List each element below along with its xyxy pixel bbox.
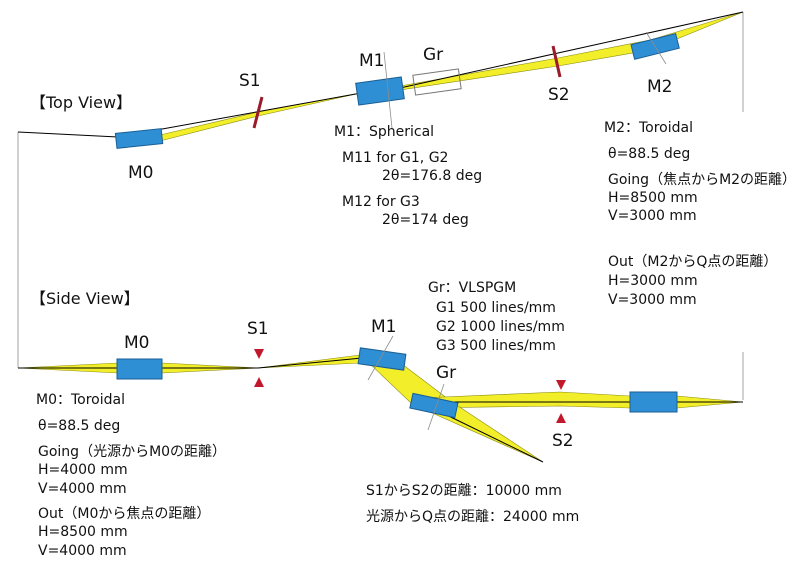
top-view: 【Top View】 M0 S1 M1 Gr S2 M2 <box>17 11 744 183</box>
m0-spec: M0：Toroidal θ=88.5 deg Going（光源からM0の距離） … <box>36 392 226 559</box>
side-m0-mirror <box>116 358 163 380</box>
m2-out-h: H=3000 mm <box>608 273 698 289</box>
gr-g2: G2 1000 lines/mm <box>436 319 565 335</box>
side-m1-normal <box>367 335 394 381</box>
top-m1-mirror <box>355 76 405 106</box>
grating-spec: Gr：VLSPGM G1 500 lines/mm G2 1000 lines/… <box>428 280 565 354</box>
m2-going-v: V=3000 mm <box>608 208 697 224</box>
m2-theta: θ=88.5 deg <box>608 146 690 162</box>
side-s1-lower-marker <box>254 377 264 387</box>
m0-out-v: V=4000 mm <box>38 543 127 559</box>
distance-notes: S1からS2の距離：10000 mm 光源からQ点の距離：24000 mm <box>366 482 579 525</box>
m2-spec: M2：Toroidal θ=88.5 deg Going（焦点からM2の距離） … <box>604 120 796 308</box>
m2-going-h: H=8500 mm <box>608 190 698 206</box>
m2-going: Going（焦点からM2の距離） <box>608 171 796 188</box>
top-m2-label: M2 <box>647 77 672 97</box>
top-gr-label: Gr <box>423 45 443 65</box>
side-beam-gr-q <box>419 391 744 409</box>
side-m2-mirror <box>629 391 678 413</box>
top-s1-label: S1 <box>239 71 261 91</box>
top-m0-mirror <box>114 128 164 149</box>
s1-s2-distance: S1からS2の距離：10000 mm <box>366 482 562 499</box>
side-s1-label: S1 <box>247 319 269 339</box>
side-m0-label: M0 <box>124 333 149 353</box>
side-grating-normal <box>427 383 445 431</box>
m0-going-v: V=4000 mm <box>38 481 127 497</box>
side-s1-upper-marker <box>254 349 264 359</box>
m0-spec-title: M0：Toroidal <box>36 392 125 408</box>
side-view-title: 【Side View】 <box>30 289 140 308</box>
m0-theta: θ=88.5 deg <box>38 418 120 434</box>
m12-line1: M12 for G3 <box>342 194 420 210</box>
top-source-axis <box>17 131 119 138</box>
side-axis-s1-m1 <box>257 357 363 369</box>
top-m1-normal <box>383 51 393 129</box>
m1-spec-title: M1：Spherical <box>334 124 434 140</box>
side-m1-label: M1 <box>371 317 396 337</box>
side-view: 【Side View】 M0 S1 M1 Gr S2 <box>17 289 744 463</box>
m0-going-h: H=4000 mm <box>38 462 128 478</box>
m0-going: Going（光源からM0の距離） <box>38 443 226 460</box>
top-grating-outline <box>412 68 462 96</box>
side-s2-label: S2 <box>552 431 574 451</box>
top-m2-normal <box>645 31 667 65</box>
top-view-title: 【Top View】 <box>30 93 132 112</box>
side-gr-label: Gr <box>436 363 456 383</box>
m1-spec: M1：Spherical M11 for G1, G2 2θ=176.8 deg… <box>334 124 482 228</box>
side-s2-upper-marker <box>556 380 566 390</box>
top-s2-label: S2 <box>548 85 570 105</box>
source-q-distance: 光源からQ点の距離：24000 mm <box>366 508 579 525</box>
top-beam-m1-q <box>399 11 744 91</box>
gr-spec-title: Gr：VLSPGM <box>428 280 516 296</box>
side-s2-lower-marker <box>556 413 566 423</box>
side-grating <box>409 392 459 419</box>
m12-line2: 2θ=174 deg <box>382 212 469 228</box>
top-s2-slit <box>551 45 562 78</box>
m2-out: Out（M2からQ点の距離） <box>608 253 777 270</box>
side-m1-mirror <box>357 347 407 371</box>
top-axis-m1-q <box>399 11 744 89</box>
m11-line2: 2θ=176.8 deg <box>382 168 482 184</box>
m2-spec-title: M2：Toroidal <box>604 120 693 136</box>
m0-out: Out（M0から焦点の距離） <box>38 505 210 522</box>
m11-line1: M11 for G1, G2 <box>342 150 448 166</box>
gr-g1: G1 500 lines/mm <box>436 300 556 316</box>
gr-g3: G3 500 lines/mm <box>436 338 556 354</box>
top-m1-label: M1 <box>359 51 384 71</box>
m0-out-h: H=8500 mm <box>38 524 128 540</box>
top-s1-slit <box>252 96 264 129</box>
m2-out-v: V=3000 mm <box>608 292 697 308</box>
top-m0-label: M0 <box>128 163 153 183</box>
